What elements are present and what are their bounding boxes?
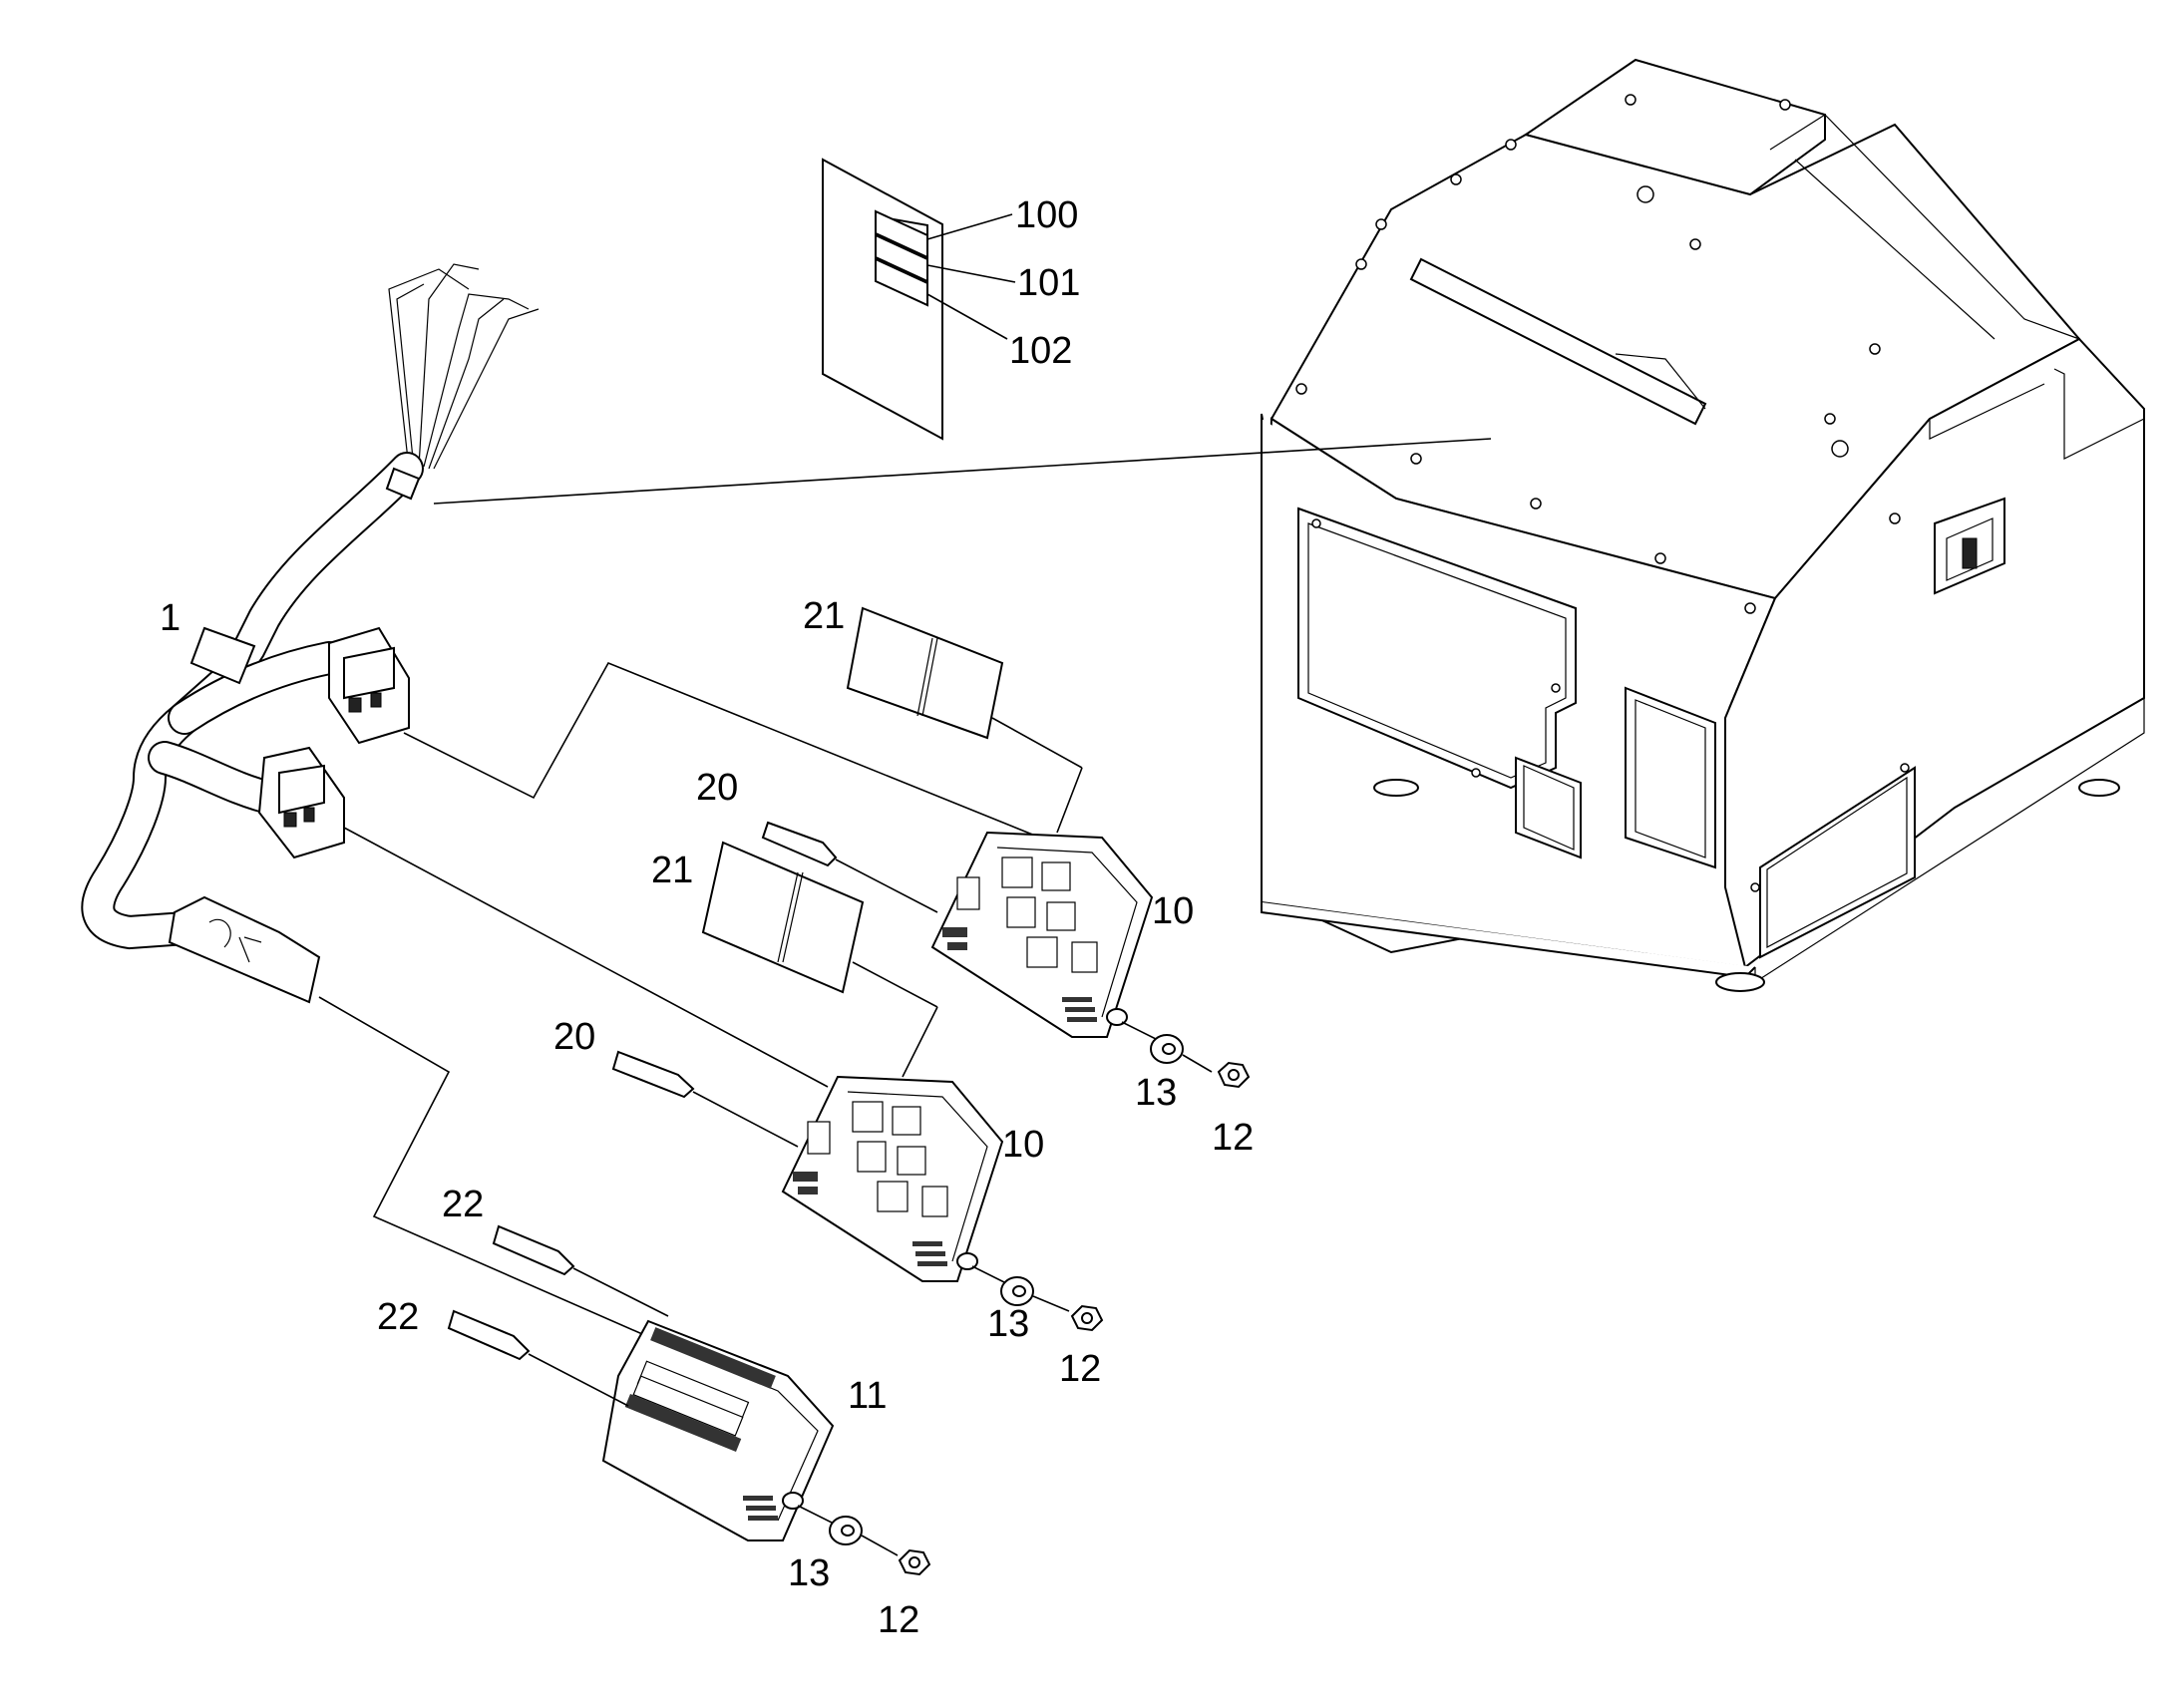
callout-washer-b: 13 <box>987 1303 1029 1345</box>
callout-relay-box-lower: 10 <box>1002 1124 1044 1166</box>
leader-harness-location <box>433 438 1492 505</box>
callout-washer-a: 13 <box>1135 1072 1177 1114</box>
leader-connector-b <box>343 827 829 1088</box>
fuse-cover-lower <box>701 841 938 1078</box>
nut-12-b <box>1070 1304 1104 1332</box>
label-sheet <box>822 158 1016 441</box>
callout-cover-a: 21 <box>803 595 845 637</box>
fuse-20-upper <box>761 821 938 913</box>
callout-washer-c: 13 <box>788 1552 830 1594</box>
harness-connector-a <box>328 626 410 745</box>
fuse-22-lower <box>447 1309 629 1407</box>
nut-12-a <box>1217 1061 1251 1089</box>
callout-relay-box-upper: 10 <box>1152 890 1194 932</box>
washer-13-b <box>1000 1276 1070 1312</box>
callout-nut-b: 12 <box>1059 1348 1101 1390</box>
callout-fuse-a: 20 <box>696 767 738 809</box>
fuse-22-upper <box>492 1224 669 1317</box>
washer-13-c <box>829 1516 899 1556</box>
washer-13-a <box>1150 1034 1213 1073</box>
leader-connector-a <box>403 661 1078 854</box>
callout-fuse-box: 11 <box>848 1375 887 1417</box>
generator-housing <box>1260 58 2145 992</box>
fuse-20-lower <box>611 1050 799 1148</box>
wiring-harness <box>81 263 540 1004</box>
leader-connector-c <box>318 996 659 1342</box>
harness-connector-b <box>257 746 345 859</box>
fuse-box <box>601 1319 839 1541</box>
callout-100: 100 <box>1015 194 1078 236</box>
callout-102: 102 <box>1009 330 1072 372</box>
callout-fuse-b: 20 <box>553 1016 595 1058</box>
relay-box-lower <box>781 1075 1013 1287</box>
callout-cover-b: 21 <box>651 850 693 891</box>
relay-box-upper <box>930 831 1163 1043</box>
callout-nut-c: 12 <box>878 1599 919 1641</box>
callout-harness: 1 <box>160 597 181 639</box>
fuse-cover-upper <box>846 606 1083 834</box>
callout-101: 101 <box>1017 262 1080 304</box>
callout-fuse-d: 22 <box>377 1296 419 1338</box>
callout-fuse-c: 22 <box>442 1184 484 1225</box>
callout-nut-a: 12 <box>1212 1117 1254 1159</box>
harness-connector-c <box>168 895 321 1004</box>
nut-12-c <box>898 1548 931 1576</box>
